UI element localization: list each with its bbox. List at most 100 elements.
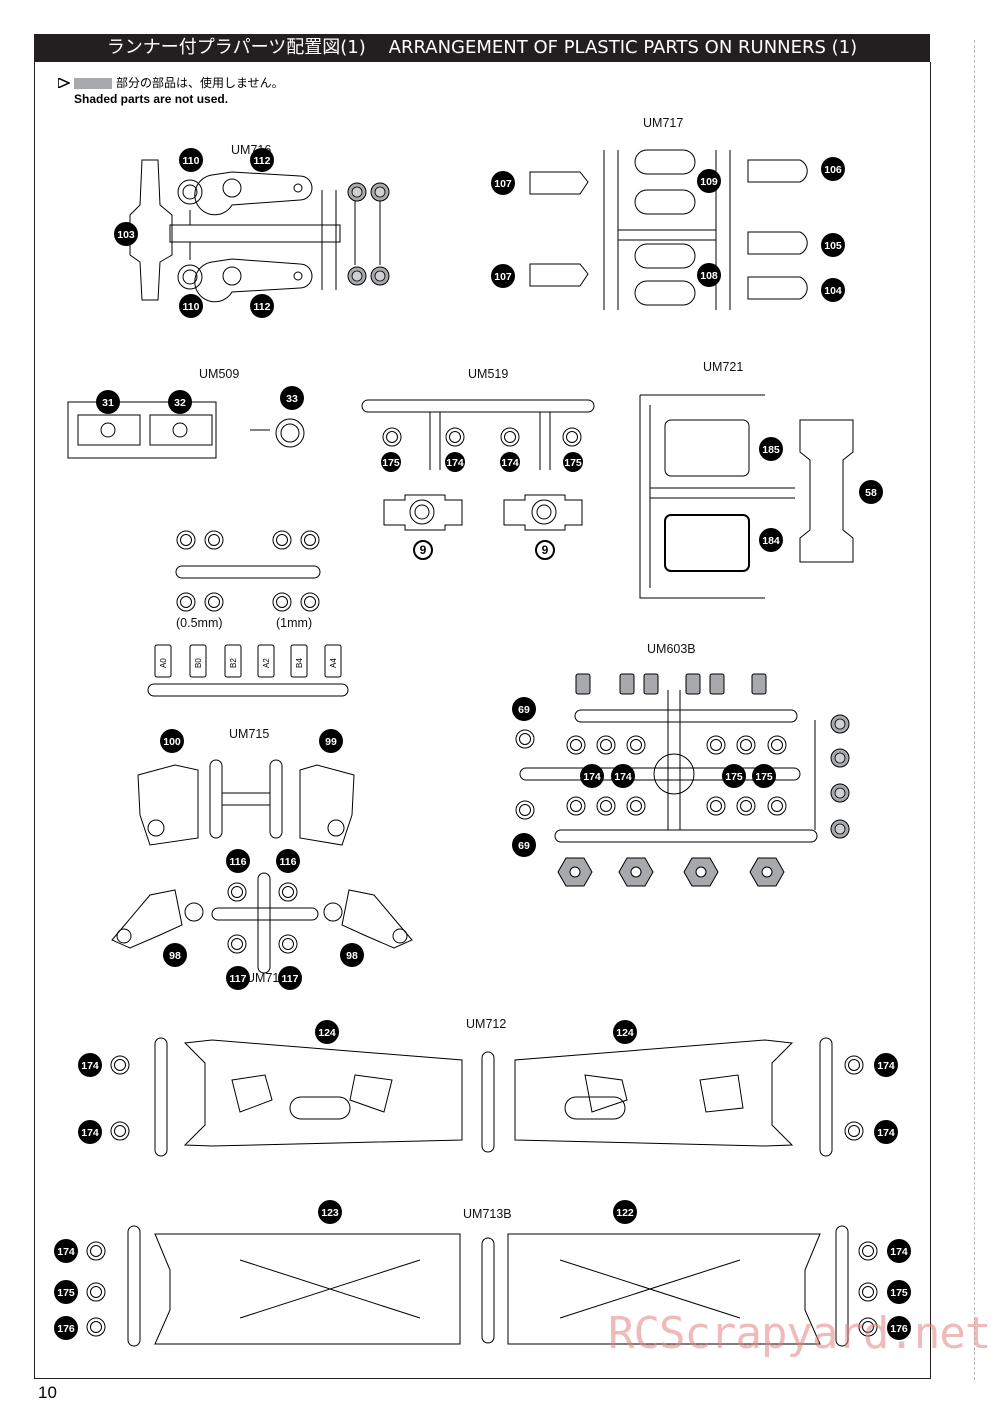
badge-um713b-123: 123 xyxy=(318,1200,342,1224)
svg-text:100: 100 xyxy=(163,736,181,748)
svg-text:174: 174 xyxy=(81,1127,99,1139)
badge-um717-109: 109 xyxy=(697,169,721,193)
svg-text:69: 69 xyxy=(518,840,530,852)
svg-text:109: 109 xyxy=(700,176,718,188)
watermark: RCScrapyard.net xyxy=(608,1308,991,1359)
badge-um713b-176a: 176 xyxy=(54,1316,78,1340)
badge-um716-112a: 112 xyxy=(250,148,274,172)
svg-text:B4: B4 xyxy=(295,658,304,668)
runner-um715 xyxy=(137,759,355,846)
runner-um721 xyxy=(639,394,854,599)
svg-text:184: 184 xyxy=(762,535,780,547)
badge-um712-124b: 124 xyxy=(613,1020,637,1044)
badge-um712-174b: 174 xyxy=(78,1120,102,1144)
part-badges: 110 112 103 110 112 107 109 106 107 108 … xyxy=(54,148,911,1340)
runner-label-um713b: UM713B xyxy=(463,1207,512,1221)
svg-text:58: 58 xyxy=(865,487,877,499)
badge-um716-103: 103 xyxy=(114,222,138,246)
badge-um603b-69b: 69 xyxy=(512,833,536,857)
badge-um717-107b: 107 xyxy=(491,264,515,288)
badge-um712-174d: 174 xyxy=(874,1120,898,1144)
runner-um603b xyxy=(519,690,818,843)
runner-um713b xyxy=(127,1225,849,1347)
svg-text:117: 117 xyxy=(282,973,299,985)
size-label-1mm: (1mm) xyxy=(276,616,312,630)
badge-um603b-175b: 175 xyxy=(752,764,776,788)
svg-text:112: 112 xyxy=(254,301,271,313)
badge-um713b-175a: 175 xyxy=(54,1280,78,1304)
binding-edge xyxy=(974,40,981,1380)
svg-text:117: 117 xyxy=(230,973,247,985)
runner-label-um721: UM721 xyxy=(703,360,743,374)
badge-um603b-69a: 69 xyxy=(512,697,536,721)
runner-label-um712: UM712 xyxy=(466,1017,506,1031)
badge-um714-98a: 98 xyxy=(163,943,187,967)
svg-text:175: 175 xyxy=(57,1287,75,1299)
runner-label-um509: UM509 xyxy=(199,367,239,381)
svg-text:31: 31 xyxy=(102,397,114,409)
badge-um715-100: 100 xyxy=(160,729,184,753)
badge-um716-110b: 110 xyxy=(179,294,203,318)
svg-text:174: 174 xyxy=(57,1246,75,1258)
badge-um519-175a: 175 xyxy=(381,452,401,472)
page-number: 10 xyxy=(38,1383,57,1402)
badge-um715-99: 99 xyxy=(319,729,343,753)
runner-label-um715: UM715 xyxy=(229,727,269,741)
page-header: ランナー付プラパーツ配置図(1) ARRANGEMENT OF PLASTIC … xyxy=(34,34,930,62)
svg-text:108: 108 xyxy=(700,270,718,282)
badge-um603b-174b: 174 xyxy=(611,764,635,788)
badge-um519-174b: 174 xyxy=(500,452,520,472)
svg-text:185: 185 xyxy=(762,444,780,456)
svg-text:124: 124 xyxy=(318,1027,336,1039)
svg-text:175: 175 xyxy=(890,1287,908,1299)
runner-label-um714: UM714 xyxy=(246,971,286,985)
header-title-en: ARRANGEMENT OF PLASTIC PARTS ON RUNNERS … xyxy=(388,37,858,58)
badge-um713b-176b: 176 xyxy=(887,1316,911,1340)
badge-um713b-174b: 174 xyxy=(887,1239,911,1263)
svg-text:103: 103 xyxy=(117,229,135,241)
svg-text:174: 174 xyxy=(877,1127,895,1139)
svg-text:106: 106 xyxy=(824,164,842,176)
svg-text:123: 123 xyxy=(321,1207,339,1219)
badge-um714-117b: 117 xyxy=(278,966,302,990)
badge-um712-174a: 174 xyxy=(78,1053,102,1077)
badge-um713b-122: 122 xyxy=(613,1200,637,1224)
svg-text:107: 107 xyxy=(494,271,512,283)
runner-um712 xyxy=(154,1037,833,1157)
svg-text:99: 99 xyxy=(325,736,337,748)
svg-text:9: 9 xyxy=(542,543,549,557)
runner-um717 xyxy=(529,149,808,310)
badge-um519-9a: 9 xyxy=(413,540,433,560)
size-label-05mm: (0.5mm) xyxy=(176,616,223,630)
svg-text:110: 110 xyxy=(183,301,200,313)
svg-text:A4: A4 xyxy=(329,658,338,668)
svg-text:124: 124 xyxy=(616,1027,634,1039)
badge-um717-106: 106 xyxy=(821,157,845,181)
badge-um714-117a: 117 xyxy=(226,966,250,990)
svg-text:174: 174 xyxy=(583,771,601,783)
svg-text:112: 112 xyxy=(254,155,271,167)
badge-um509-32: 32 xyxy=(168,390,192,414)
svg-text:104: 104 xyxy=(824,285,842,297)
svg-text:98: 98 xyxy=(346,950,358,962)
svg-text:107: 107 xyxy=(494,178,512,190)
badge-um714-116b: 116 xyxy=(276,849,300,873)
runner-label-um603b: UM603B xyxy=(647,642,696,656)
badge-um712-174c: 174 xyxy=(874,1053,898,1077)
svg-text:A0: A0 xyxy=(159,658,168,668)
svg-text:175: 175 xyxy=(725,771,743,783)
svg-text:33: 33 xyxy=(286,393,298,405)
svg-text:174: 174 xyxy=(614,771,632,783)
badge-um713b-174a: 174 xyxy=(54,1239,78,1263)
svg-text:174: 174 xyxy=(501,457,519,469)
svg-text:B0: B0 xyxy=(194,658,203,668)
svg-text:105: 105 xyxy=(824,240,842,252)
badge-um717-104: 104 xyxy=(821,278,845,302)
svg-text:176: 176 xyxy=(890,1323,908,1335)
svg-text:122: 122 xyxy=(616,1207,634,1219)
badge-um716-110a: 110 xyxy=(179,148,203,172)
svg-text:9: 9 xyxy=(420,543,427,557)
runner-label-um519: UM519 xyxy=(468,367,508,381)
header-title-jp: ランナー付プラパーツ配置図(1) xyxy=(106,37,366,58)
